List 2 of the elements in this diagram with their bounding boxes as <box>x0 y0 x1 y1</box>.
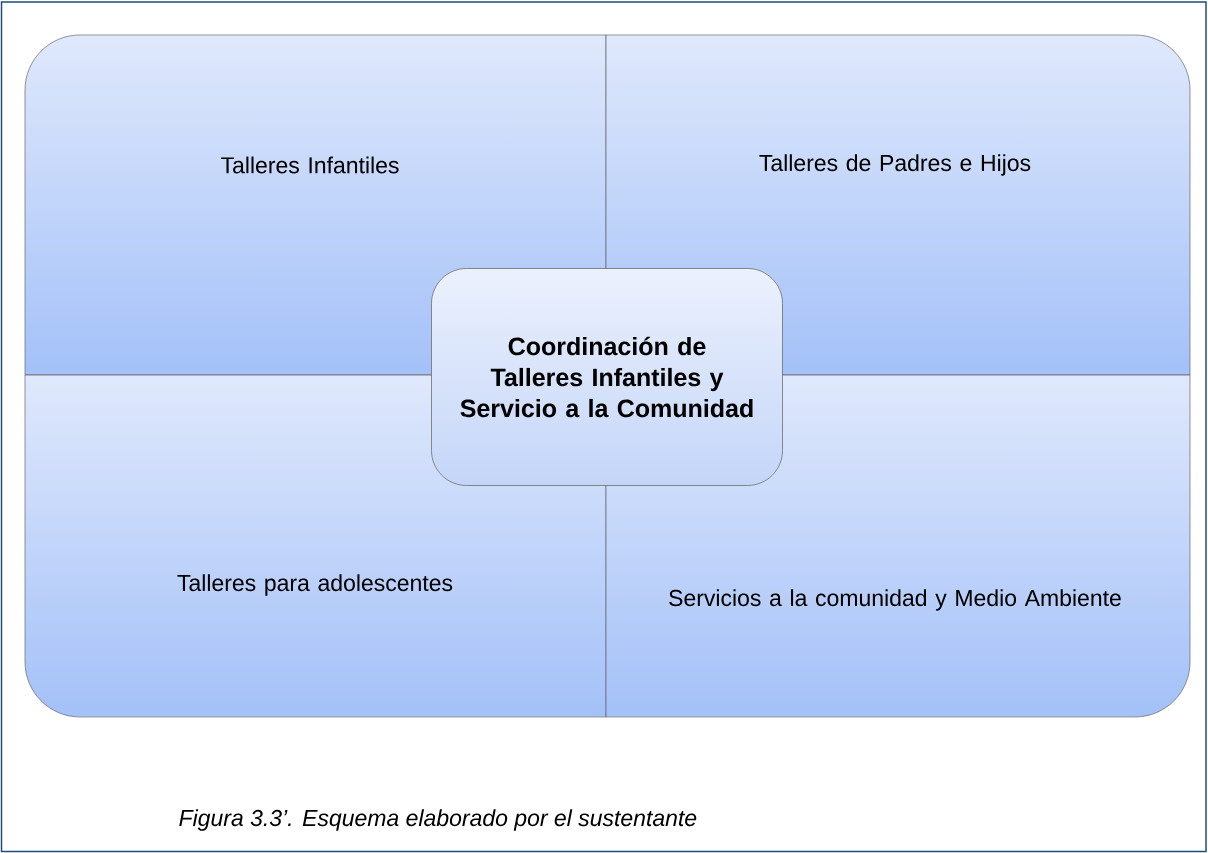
caption: Figura 3.3’. Esquema elaborado por el sustentante <box>179 809 697 831</box>
center-box: Coordinación de Talleres Infantiles y Servicio a la Comunidad <box>431 268 783 486</box>
